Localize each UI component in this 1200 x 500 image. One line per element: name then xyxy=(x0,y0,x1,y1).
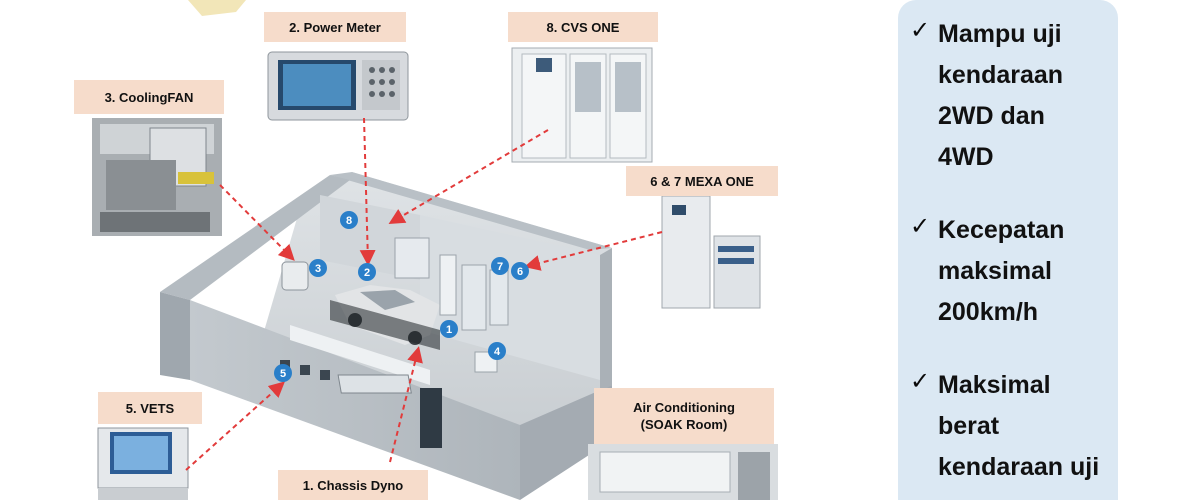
air-conditioning-photo xyxy=(588,444,778,500)
vets-photo xyxy=(97,427,189,500)
marker-2: 2 xyxy=(358,263,376,281)
svg-text:2: 2 xyxy=(364,267,370,279)
label-power-meter: 2. Power Meter xyxy=(264,12,406,42)
arrow-power-meter xyxy=(359,117,376,266)
svg-text:3: 3 xyxy=(315,263,321,275)
room-model xyxy=(160,172,612,500)
marker-8: 8 xyxy=(340,211,358,229)
corner-decoration xyxy=(188,0,246,16)
marker-5: 5 xyxy=(274,364,292,382)
marker-7: 7 xyxy=(491,257,509,275)
checkmark-icon: ✓ xyxy=(910,368,931,395)
spec-panel: ✓ Mampu uji kendaraan 2WD dan 4WD ✓ Kece… xyxy=(898,0,1118,500)
svg-text:4: 4 xyxy=(494,346,501,358)
svg-text:8: 8 xyxy=(346,215,352,227)
arrow-cvs-one xyxy=(388,129,549,225)
spec-item-text: Kecepatan maksimal 200km/h xyxy=(938,216,1065,326)
spec-item-text: Mampu uji kendaraan 2WD dan 4WD xyxy=(938,20,1064,171)
label-mexa-one: 6 & 7 MEXA ONE xyxy=(626,166,778,196)
spec-item: ✓ Kecepatan maksimal 200km/h xyxy=(898,210,1118,333)
arrow-cooling-fan xyxy=(219,184,295,261)
label-air-conditioning: Air Conditioning (SOAK Room) xyxy=(594,388,774,444)
arrows xyxy=(185,117,663,471)
marker-4: 4 xyxy=(488,342,506,360)
svg-text:1: 1 xyxy=(446,324,452,336)
svg-text:7: 7 xyxy=(497,261,503,273)
mexa-one-photo xyxy=(661,195,761,309)
marker-1: 1 xyxy=(440,320,458,338)
label-cooling-fan: 3. CoolingFAN xyxy=(74,80,224,114)
arrow-vets xyxy=(185,381,285,471)
svg-text:6: 6 xyxy=(517,266,523,278)
label-chassis-dyno: 1. Chassis Dyno xyxy=(278,470,428,500)
spec-item-text: Maksimal berat kendaraan uji xyxy=(938,371,1100,481)
checkmark-icon: ✓ xyxy=(910,17,931,44)
label-cvs-one: 8. CVS ONE xyxy=(508,12,658,42)
cooling-fan-photo xyxy=(92,118,222,236)
checkmark-icon: ✓ xyxy=(910,213,931,240)
spec-item: ✓ Mampu uji kendaraan 2WD dan 4WD xyxy=(898,14,1118,178)
marker-6: 6 xyxy=(511,262,529,280)
spec-item: ✓ Maksimal berat kendaraan uji xyxy=(898,365,1118,488)
marker-3: 3 xyxy=(309,259,327,277)
cvs-one-photo xyxy=(511,47,653,163)
label-vets: 5. VETS xyxy=(98,392,202,424)
power-meter-photo xyxy=(267,51,409,121)
arrow-chassis-dyno xyxy=(389,346,423,463)
markers: 8 3 2 7 6 1 4 5 xyxy=(274,211,529,382)
svg-text:5: 5 xyxy=(280,368,286,380)
